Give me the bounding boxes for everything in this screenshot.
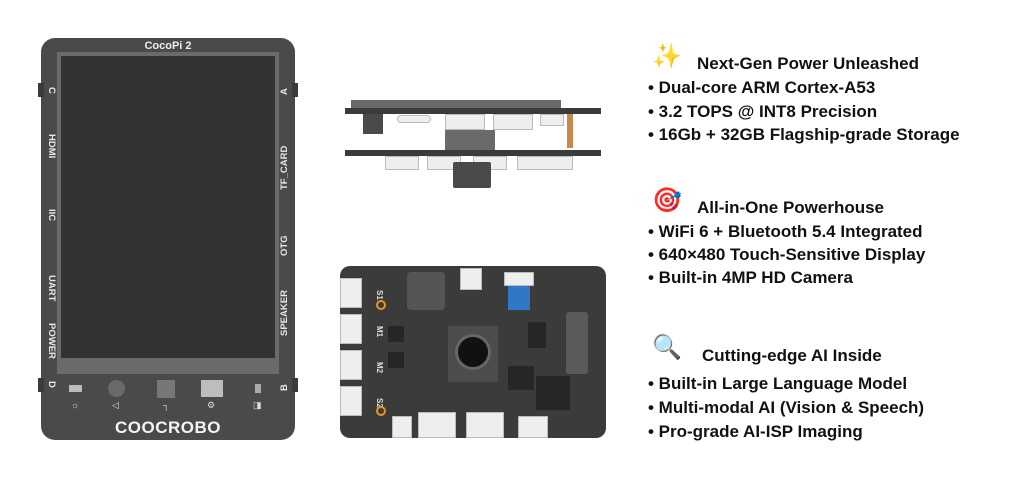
port-label-uart: UART xyxy=(46,275,57,302)
ribbon-cable xyxy=(567,114,573,148)
camera-mount xyxy=(445,130,495,150)
sd-slot xyxy=(504,272,534,286)
fpc-connector xyxy=(566,312,588,374)
port-label-c: C xyxy=(46,87,57,94)
board-side-view xyxy=(345,100,601,192)
camera-lens xyxy=(453,162,491,188)
feature-item: • 640×480 Touch-Sensitive Display xyxy=(648,245,926,264)
connector xyxy=(385,156,419,170)
device-front-view: CocoPi 2 C HDMI IIC UART POWER D A TF_CA… xyxy=(38,38,298,440)
brightness-icon: ☼ xyxy=(71,400,80,410)
board-top-view: S1 M1 M2 S2 xyxy=(340,266,606,438)
connector xyxy=(418,412,456,438)
screen xyxy=(61,56,275,358)
settings-button[interactable] xyxy=(201,380,223,397)
flashlight-button[interactable] xyxy=(255,384,261,393)
settings-icon: ⚙ xyxy=(207,400,216,410)
feature-item: • Dual-core ARM Cortex-A53 xyxy=(648,78,876,97)
hdmi-port xyxy=(397,115,431,123)
feature-item: • Pro-grade AI-ISP Imaging xyxy=(648,422,863,441)
chip xyxy=(536,376,570,410)
motor-connector xyxy=(340,314,362,344)
feature-item: • Built-in Large Language Model xyxy=(648,374,908,393)
connector xyxy=(540,114,564,126)
bottom-pcb xyxy=(345,150,601,156)
port-label-speaker: SPEAKER xyxy=(279,290,290,336)
mount-hole xyxy=(376,300,386,310)
feature-item: • WiFi 6 + Bluetooth 5.4 Integrated xyxy=(648,222,923,241)
connector xyxy=(466,412,504,438)
servo-connector xyxy=(340,386,362,416)
return-icon: ┐ xyxy=(163,400,170,410)
connector xyxy=(392,416,412,438)
port-label-hdmi: HDMI xyxy=(46,134,57,159)
usb-port xyxy=(460,268,482,290)
motor-connector xyxy=(340,350,362,380)
feature-heading: Next-Gen Power Unleashed xyxy=(697,54,920,73)
standoff xyxy=(363,114,383,134)
flashlight-icon: ◨ xyxy=(253,400,262,410)
side-tab xyxy=(292,83,298,97)
port-label-power: POWER xyxy=(46,323,57,359)
target-icon: 🎯 xyxy=(652,187,682,214)
display-layer xyxy=(351,100,561,108)
usb-c-port xyxy=(518,416,548,438)
chip xyxy=(508,366,534,390)
label-m1: M1 xyxy=(375,326,384,338)
volume-icon: ◁ xyxy=(112,400,119,410)
connector xyxy=(493,114,533,130)
chip xyxy=(388,352,404,368)
chip xyxy=(388,326,404,342)
feature-item: • 16Gb + 32GB Flagship-grade Storage xyxy=(648,125,960,144)
brightness-button[interactable] xyxy=(69,385,82,392)
connector xyxy=(517,156,573,170)
servo-connector xyxy=(340,278,362,308)
screen-bezel xyxy=(57,52,279,374)
mount-hole xyxy=(376,406,386,416)
port-label-a: A xyxy=(279,88,290,95)
magnifier-icon: 🔍 xyxy=(652,334,682,361)
sparkles-icon: ✨ xyxy=(652,43,682,70)
side-tab xyxy=(292,378,298,392)
port-label-otg: OTG xyxy=(279,235,290,256)
connector xyxy=(445,114,485,130)
feature-item: • Built-in 4MP HD Camera xyxy=(648,268,853,287)
device-title: CocoPi 2 xyxy=(144,40,192,52)
camera-lens xyxy=(455,334,491,370)
feature-item: • 3.2 TOPS @ INT8 Precision xyxy=(648,102,878,121)
sd-card xyxy=(508,286,530,310)
port-label-b: B xyxy=(279,384,290,391)
port-label-iic: IIC xyxy=(46,209,57,222)
label-s1: S1 xyxy=(375,290,384,300)
brand-logo: COOCROBO xyxy=(115,418,221,437)
side-tab xyxy=(38,378,44,392)
feature-item: • Multi-modal AI (Vision & Speech) xyxy=(648,398,925,417)
chip xyxy=(528,322,546,348)
return-button[interactable] xyxy=(157,380,175,398)
port-label-d: D xyxy=(46,381,57,388)
port-label-tf-card: TF_CARD xyxy=(279,145,290,190)
label-m2: M2 xyxy=(375,362,384,374)
side-tab xyxy=(38,83,44,97)
feature-heading: All-in-One Powerhouse xyxy=(697,198,885,217)
volume-button[interactable] xyxy=(108,380,125,397)
speaker xyxy=(407,272,445,310)
feature-heading: Cutting-edge AI Inside xyxy=(702,346,882,365)
top-pcb xyxy=(345,108,601,114)
